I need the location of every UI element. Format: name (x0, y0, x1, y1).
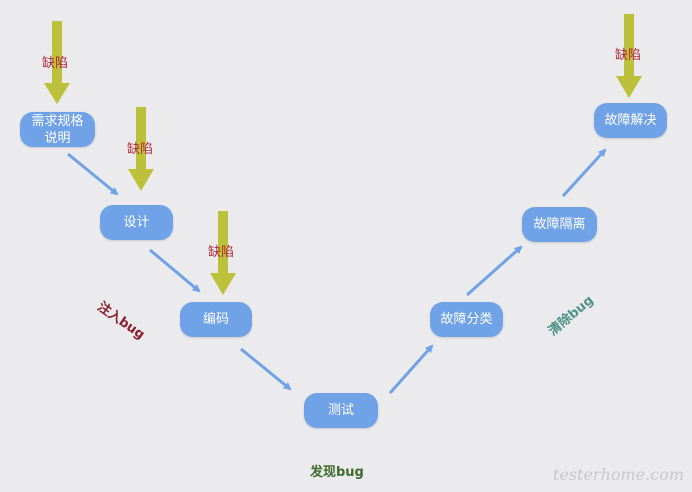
flow-arrow (388, 344, 434, 394)
defect-arrow (44, 21, 70, 104)
defect-label: 缺陷 (42, 56, 69, 71)
node-design: 设计 (100, 205, 173, 240)
defect-arrow (616, 14, 642, 98)
node-testing: 测试 (304, 393, 378, 428)
defect-label: 缺陷 (208, 245, 235, 260)
flow-arrow (67, 152, 119, 196)
defect-label: 缺陷 (615, 48, 642, 63)
node-coding: 编码 (180, 302, 252, 337)
watermark: testerhome.com (552, 465, 684, 484)
flow-arrows (67, 148, 607, 394)
defect-arrow (210, 211, 236, 295)
defect-arrow (128, 107, 154, 191)
flow-arrow (149, 248, 201, 293)
node-requirements: 需求规格 说明 (20, 112, 95, 147)
node-fault-classify: 故障分类 (430, 302, 503, 337)
node-fault-isolate: 故障隔离 (522, 207, 597, 242)
node-fault-resolve: 故障解决 (594, 103, 667, 138)
defect-arrows (44, 14, 642, 295)
flow-arrow (561, 148, 607, 198)
discover-bug-label: 发现bug (310, 465, 364, 480)
defect-label: 缺陷 (127, 142, 154, 157)
flow-arrow (466, 245, 523, 297)
flow-arrow (240, 347, 292, 391)
